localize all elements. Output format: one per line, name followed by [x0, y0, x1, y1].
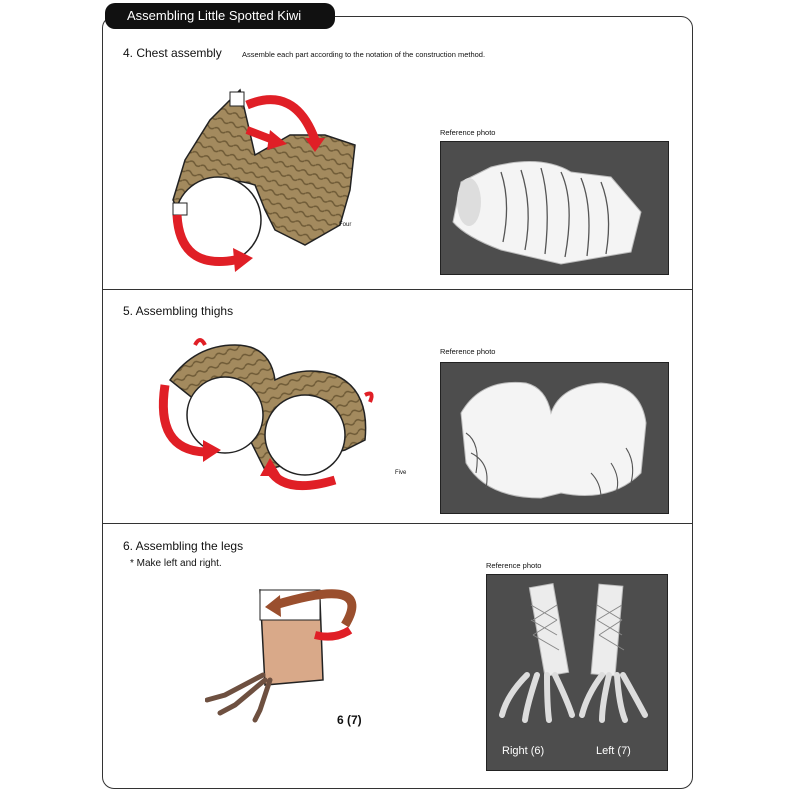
- section-heading-chest: 4. Chest assembly: [123, 46, 222, 60]
- make-left-right-note: * Make left and right.: [130, 558, 222, 569]
- section-heading-legs: 6. Assembling the legs: [123, 539, 244, 553]
- reference-photo-label: Reference photo: [440, 128, 496, 137]
- part-label-five: Five: [395, 470, 407, 476]
- part-label-six-seven: 6 (7): [337, 713, 362, 727]
- reference-photo-chest: [440, 141, 669, 275]
- page-frame: [102, 16, 693, 789]
- section-divider: [103, 523, 692, 524]
- photo-label-left: Left (7): [596, 745, 631, 757]
- chest-illustration: [155, 80, 375, 280]
- thighs-illustration: [155, 330, 395, 500]
- reference-photo-legs: [486, 574, 668, 771]
- reference-photo-label: Reference photo: [486, 561, 542, 570]
- reference-photo-label: Reference photo: [440, 347, 496, 356]
- legs-illustration: [205, 585, 365, 725]
- reference-photo-thighs: [440, 362, 669, 514]
- part-label-four: Four: [339, 222, 352, 228]
- section-heading-thighs: 5. Assembling thighs: [123, 304, 234, 318]
- curved-arrow-icon: [245, 95, 320, 142]
- section-divider: [103, 289, 692, 290]
- photo-label-right: Right (6): [502, 745, 545, 757]
- section-instruction: Assemble each part according to the nota…: [242, 50, 486, 59]
- page-title: Assembling Little Spotted Kiwi: [105, 3, 335, 29]
